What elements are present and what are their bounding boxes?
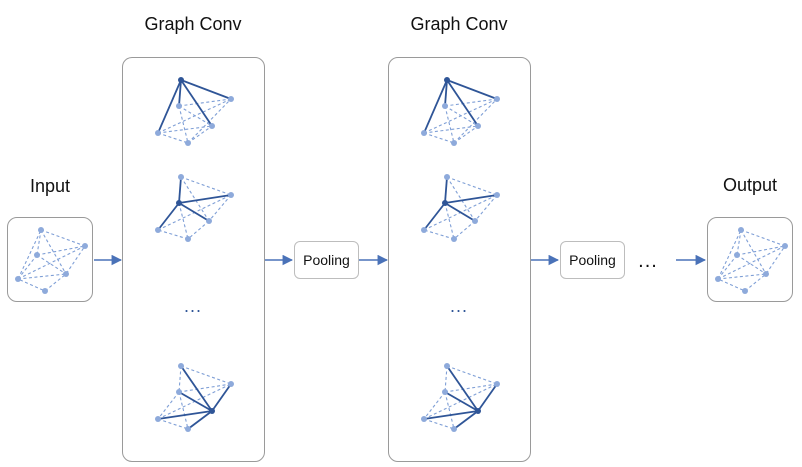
pooling-box-2: Pooling [560, 241, 625, 279]
output-graph [715, 227, 788, 294]
conv-2-ellipsis: ... [449, 296, 469, 316]
conv-1-graph-bottom [155, 363, 234, 432]
conv-2-graph-middle [421, 174, 500, 242]
input-label: Input [29, 176, 71, 196]
input-graph [15, 227, 88, 294]
conv-1-graph-middle [155, 174, 234, 242]
output-graph-box [707, 217, 793, 302]
pooling-box-1: Pooling [294, 241, 359, 279]
graph-conv-2-label: Graph Conv [410, 14, 508, 34]
conv-1-ellipsis: ... [183, 296, 203, 316]
graph-conv-1-panel [122, 57, 265, 462]
graph-conv-2-panel [388, 57, 531, 462]
conv-2-graph-bottom [421, 363, 500, 432]
conv-1-graph-top [155, 77, 234, 146]
layers-ellipsis: ... [638, 250, 658, 272]
output-label: Output [722, 175, 778, 195]
graph-conv-1-label: Graph Conv [144, 14, 242, 34]
conv-2-graph-top [421, 77, 500, 146]
input-graph-box [7, 217, 93, 302]
